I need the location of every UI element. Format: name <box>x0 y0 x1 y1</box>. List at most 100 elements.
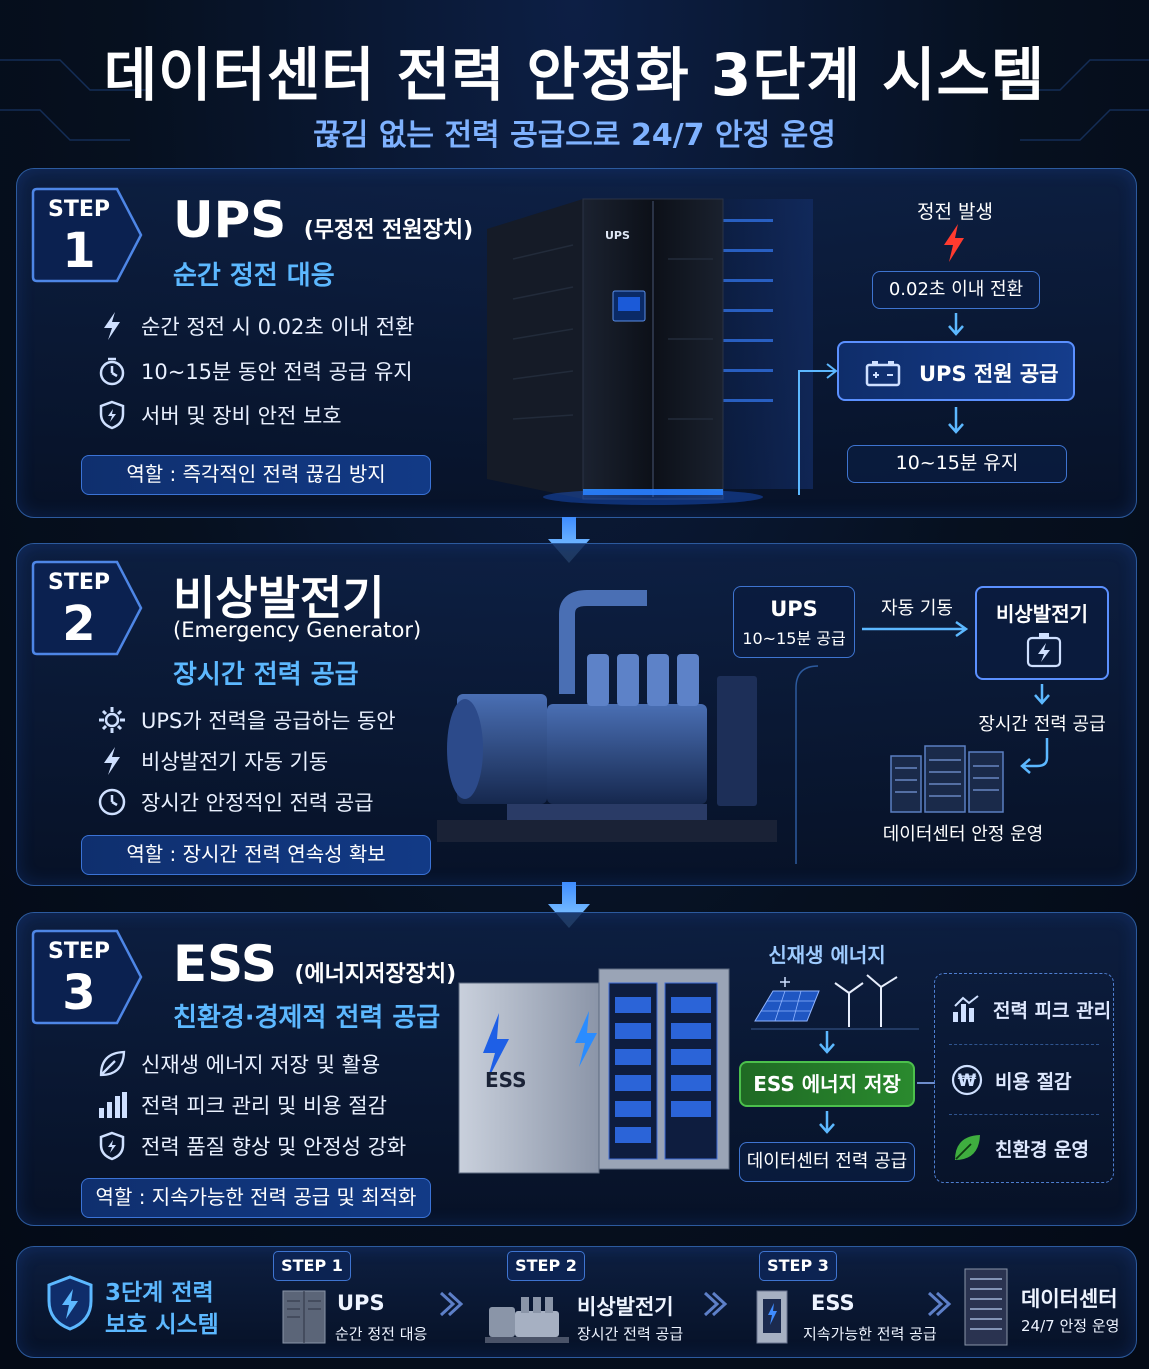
step2-title: 비상발전기 <box>173 571 385 625</box>
footer-panel: 3단계 전력 보호 시스템 STEP 1 UPS 순간 정전 대응 STEP 2… <box>16 1246 1137 1358</box>
hold-time-box: 10~15분 유지 <box>847 445 1067 483</box>
footer-step2-desc: 장시간 전력 공급 <box>577 1325 684 1343</box>
step1-subtitle: 순간 정전 대응 <box>173 261 335 291</box>
ess-mini-icon <box>756 1290 788 1344</box>
step3-badge: STEP 3 <box>29 927 149 1027</box>
step1-feature-2: 10~15분 동안 전력 공급 유지 <box>97 355 413 387</box>
outage-label: 정전 발생 <box>917 201 993 223</box>
chevron-right-icon <box>927 1291 952 1317</box>
ups-supply-box: UPS 전원 공급 <box>837 341 1075 401</box>
flow-arrow-down-5 <box>819 1111 835 1134</box>
circuit-decoration <box>0 59 1149 141</box>
step3-feature-3: 전력 품질 향상 및 안정성 강화 <box>97 1130 406 1162</box>
auto-start-label: 자동 기동 <box>881 598 953 619</box>
generator-flow-box: 비상발전기 <box>975 586 1109 680</box>
dc-supply-box: 데이터센터 전력 공급 <box>739 1142 915 1182</box>
step3-feature-1: 신재생 에너지 저장 및 활용 <box>97 1048 380 1080</box>
switch-time-box: 0.02초 이내 전환 <box>872 271 1040 309</box>
footer-step3-title: ESS <box>811 1291 855 1315</box>
footer-step1-badge: STEP 1 <box>273 1251 351 1281</box>
step-transition-arrow-1 <box>548 517 590 563</box>
clock-icon <box>97 787 127 817</box>
ess-storage-box: ESS 에너지 저장 <box>739 1061 915 1107</box>
page-title: 데이터센터 전력 안정화 3단계 시스템 <box>103 41 1046 109</box>
step3-role: 역할 : 지속가능한 전력 공급 및 최적화 <box>81 1178 431 1218</box>
step2-feature-2: 비상발전기 자동 기동 <box>97 745 328 777</box>
shield-icon <box>97 400 127 430</box>
peak-chart-icon <box>953 995 979 1022</box>
step1-feature-1: 순간 정전 시 0.02초 이내 전환 <box>97 310 414 342</box>
step2-feature-3: 장시간 안정적인 전력 공급 <box>97 786 374 818</box>
benefit-cost: ₩ 비용 절감 <box>951 1064 1072 1096</box>
flow-arrow-down-1 <box>948 313 964 336</box>
generator-mini-icon <box>485 1297 569 1343</box>
chevron-right-icon <box>439 1291 464 1317</box>
step2-feature-1: UPS가 전력을 공급하는 동안 <box>97 704 396 736</box>
footer-title-line2: 보호 시스템 <box>105 1312 219 1338</box>
ess-cabinet-label: ESS <box>485 1068 527 1092</box>
svg-text:UPS: UPS <box>605 229 630 242</box>
shield-bolt-icon <box>47 1275 93 1331</box>
step1-title-paren: (무정전 전원장치) <box>303 218 474 243</box>
generator-illustration <box>437 590 777 842</box>
lightning-icon <box>97 311 127 341</box>
flow-arrow-down-2 <box>948 407 964 434</box>
footer-step1-desc: 순간 정전 대응 <box>335 1325 428 1343</box>
renewable-label: 신재생 에너지 <box>768 943 886 967</box>
flow-divider-curve <box>795 665 819 864</box>
solar-wind-icon <box>751 974 919 1030</box>
ups-flow-box: UPS 10~15분 공급 <box>733 586 855 658</box>
step3-title-paren: (에너지저장장치) <box>294 962 457 987</box>
step-transition-arrow-2 <box>548 882 590 928</box>
step3-feature-2: 전력 피크 관리 및 비용 절감 <box>97 1089 387 1121</box>
footer-dc-desc: 24/7 안정 운영 <box>1021 1317 1120 1335</box>
flow-arrow-down-4 <box>819 1031 835 1054</box>
data-center-rack-icon <box>964 1268 1008 1346</box>
battery-bolt-icon <box>1026 633 1062 668</box>
step3-title: ESS (에너지저장장치) <box>173 935 457 993</box>
footer-step3-badge: STEP 3 <box>759 1251 837 1281</box>
ess-container-illustration <box>458 968 730 1174</box>
step2-title-en: (Emergency Generator) <box>173 618 422 642</box>
stopwatch-icon <box>97 356 127 386</box>
outage-bolt-icon <box>944 224 964 262</box>
step3-subtitle: 친환경·경제적 전력 공급 <box>173 1003 441 1033</box>
won-coin-icon: ₩ <box>951 1064 983 1096</box>
footer-step2-badge: STEP 2 <box>507 1251 585 1281</box>
dc-stable-label: 데이터센터 안정 운영 <box>882 824 1044 845</box>
step1-title: UPS (무정전 전원장치) <box>173 191 474 249</box>
footer-dc-title: 데이터센터 <box>1021 1287 1118 1311</box>
step1-feature-3: 서버 및 장비 안전 보호 <box>97 399 342 431</box>
ups-mini-icon <box>282 1290 326 1344</box>
benefit-peak: 전력 피크 관리 <box>951 994 1111 1024</box>
svg-text:₩: ₩ <box>958 1071 977 1091</box>
footer-step1-title: UPS <box>337 1291 385 1315</box>
page-subtitle: 끊김 없는 전력 공급으로 24/7 안정 운영 <box>313 118 836 153</box>
ups-cabinet-illustration: UPS <box>487 198 813 505</box>
shield-icon <box>97 1131 127 1161</box>
server-rack-icon <box>890 745 1004 813</box>
benefits-panel: 전력 피크 관리 ₩ 비용 절감 친환경 운영 <box>934 973 1114 1183</box>
green-leaf-icon <box>955 1135 980 1160</box>
footer-step3-desc: 지속가능한 전력 공급 <box>803 1325 937 1343</box>
footer-step2-title: 비상발전기 <box>577 1295 674 1319</box>
flow-arrow-down-3 <box>1034 684 1050 705</box>
bar-chart-icon <box>97 1090 127 1120</box>
footer-title-line1: 3단계 전력 <box>105 1280 214 1306</box>
ess-to-benefits-line <box>917 1082 935 1084</box>
flow-arrow-curve <box>1020 738 1049 774</box>
step2-role: 역할 : 장시간 전력 연속성 확보 <box>81 835 431 875</box>
benefit-eco: 친환경 운영 <box>951 1132 1089 1164</box>
lightning-icon <box>97 746 127 776</box>
chevron-right-icon <box>703 1291 728 1317</box>
step1-badge: STEP 1 <box>29 185 149 285</box>
auto-start-arrow <box>862 620 969 638</box>
step2-panel: STEP 2 비상발전기 (Emergency Generator) 장시간 전… <box>16 543 1137 886</box>
step1-role: 역할 : 즉각적인 전력 끊김 방지 <box>81 455 431 495</box>
step2-subtitle: 장시간 전력 공급 <box>173 660 359 690</box>
step2-badge: STEP 2 <box>29 558 149 658</box>
flow-connector-left <box>798 363 838 495</box>
battery-icon <box>865 361 901 387</box>
leaf-icon <box>97 1049 127 1079</box>
step3-panel: STEP 3 ESS (에너지저장장치) 친환경·경제적 전력 공급 신재생 에… <box>16 912 1137 1226</box>
